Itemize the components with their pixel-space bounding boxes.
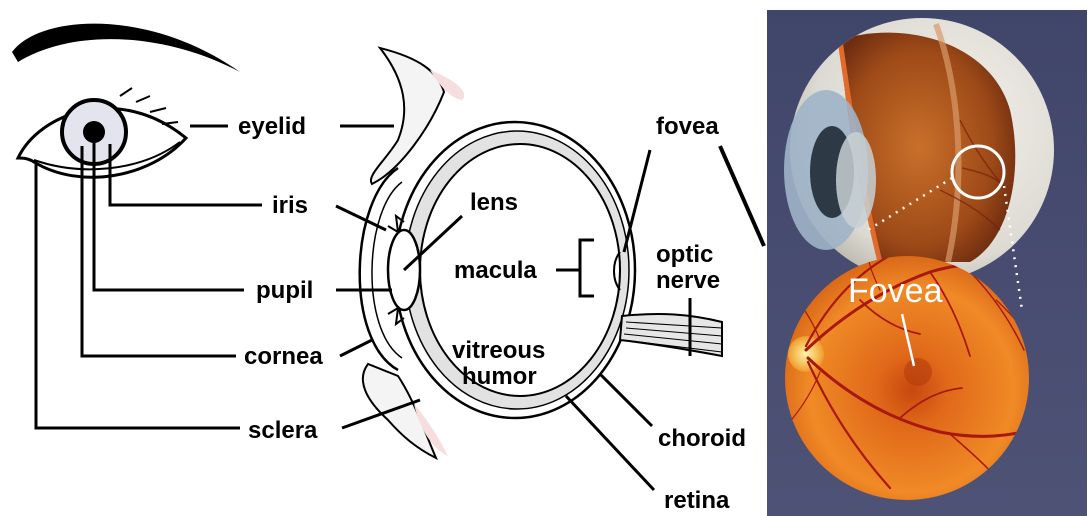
label-macula: macula <box>454 257 537 284</box>
lens-3d <box>836 132 876 228</box>
label-nerve: nerve <box>656 267 720 294</box>
external-eye <box>12 24 240 178</box>
pupil-dot <box>83 121 105 143</box>
external-leaders <box>36 126 262 428</box>
eyebrow <box>12 24 240 72</box>
label-iris: iris <box>272 192 308 219</box>
lashes <box>120 88 178 124</box>
label-humor: humor <box>462 363 537 390</box>
fovea-inset-panel: Fovea <box>767 10 1087 516</box>
label-pupil: pupil <box>256 277 313 304</box>
label-vitreous: vitreous <box>452 337 545 364</box>
lower-lid-skin <box>363 364 436 458</box>
label-fovea: fovea <box>656 113 719 140</box>
fovea-center <box>904 358 932 386</box>
label-cornea: cornea <box>244 343 323 370</box>
inset-fovea-label: Fovea <box>848 272 943 310</box>
label-retina: retina <box>664 487 730 514</box>
label-eyelid: eyelid <box>238 113 306 140</box>
label-choroid: choroid <box>658 425 746 452</box>
label-sclera: sclera <box>248 417 318 444</box>
label-optic: optic <box>656 241 713 268</box>
label-lens: lens <box>470 189 518 216</box>
